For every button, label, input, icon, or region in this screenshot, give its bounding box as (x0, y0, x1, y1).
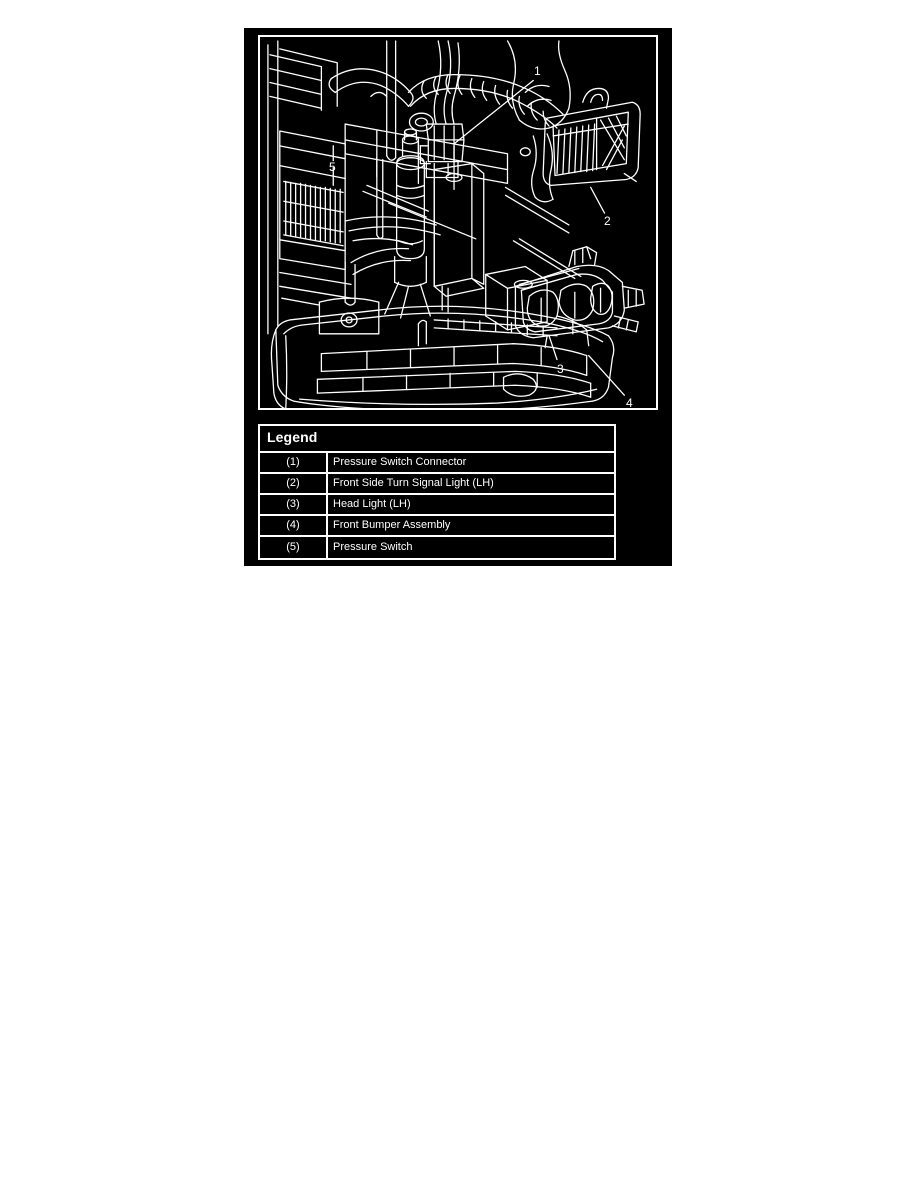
legend-number: (5) (286, 541, 300, 553)
condenser-corner (485, 265, 548, 331)
table-row: (3) Head Light (LH) (260, 495, 614, 516)
legend-number: (4) (286, 519, 300, 531)
legend-header-row: Legend (260, 426, 614, 453)
engine-bay-linework (267, 40, 615, 408)
fender-apron (506, 40, 571, 203)
legend-description: Head Light (LH) (333, 498, 411, 510)
table-row: (1) Pressure Switch Connector (260, 453, 614, 474)
illustration-frame: 1 2 3 4 5 (258, 35, 658, 410)
legend-number-cell: (5) (260, 537, 328, 558)
legend-description: Front Bumper Assembly (333, 519, 451, 531)
callout-label-2: 2 (604, 214, 611, 228)
turn-signal-light (542, 87, 641, 187)
misc-wiring (344, 184, 477, 246)
legend-number: (3) (286, 498, 300, 510)
callout-label-4: 4 (626, 396, 633, 410)
callout-label-3: 3 (557, 362, 564, 376)
table-row: (5) Pressure Switch (260, 537, 614, 558)
legend-header-cell: Legend (260, 426, 614, 453)
mounting-bracket (433, 162, 485, 313)
head-light (514, 246, 645, 349)
callout-label-5: 5 (329, 160, 336, 174)
callout-label-1: 1 (534, 64, 541, 78)
illustration-background (260, 37, 656, 408)
legend-description-cell: Head Light (LH) (328, 495, 614, 516)
callout-1-leader (453, 79, 534, 145)
legend-number: (1) (286, 456, 300, 468)
table-row: (2) Front Side Turn Signal Light (LH) (260, 474, 614, 495)
figure-panel: 1 2 3 4 5 Legend (1) Pressure Swit (244, 28, 672, 566)
legend-number-cell: (1) (260, 453, 328, 474)
front-bumper-assembly (270, 305, 615, 408)
legend-number: (2) (286, 477, 300, 489)
legend-number-cell: (4) (260, 516, 328, 537)
legend-description: Front Side Turn Signal Light (LH) (333, 477, 494, 489)
radiator-core (267, 40, 352, 335)
legend-number-cell: (2) (260, 474, 328, 495)
legend-table: Legend (1) Pressure Switch Connector (2) (258, 424, 616, 560)
legend-description-cell: Front Side Turn Signal Light (LH) (328, 474, 614, 495)
callout-leader-lines (548, 186, 625, 396)
legend-description-cell: Pressure Switch (328, 537, 614, 558)
legend-description-cell: Front Bumper Assembly (328, 516, 614, 537)
component-location-illustration (260, 37, 656, 408)
legend-description: Pressure Switch Connector (333, 456, 467, 468)
table-row: (4) Front Bumper Assembly (260, 516, 614, 537)
legend-description-cell: Pressure Switch Connector (328, 453, 614, 474)
pulley-detail (408, 112, 434, 132)
legend-number-cell: (3) (260, 495, 328, 516)
legend-title: Legend (267, 429, 318, 445)
legend-description: Pressure Switch (333, 541, 413, 553)
